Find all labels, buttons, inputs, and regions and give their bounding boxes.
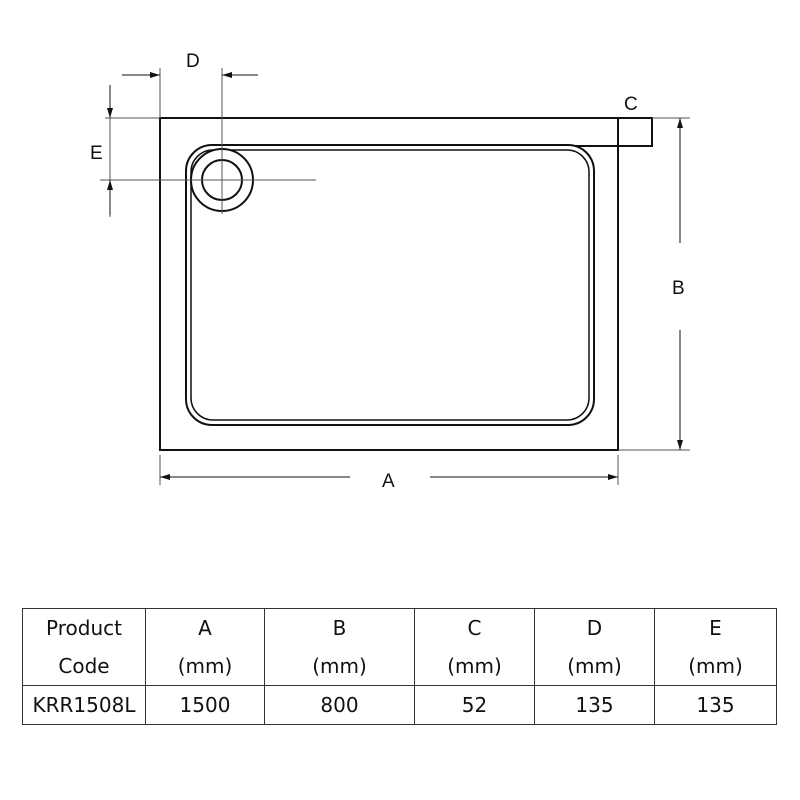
cell-e: 135	[654, 685, 777, 725]
table-row: KRR1508L 1500 800 52 135 135	[22, 685, 777, 725]
label-b: B	[672, 278, 685, 299]
c-upstand	[617, 117, 653, 147]
header-d: D(mm)	[534, 608, 655, 686]
label-d: D	[186, 51, 200, 72]
tray-basin-outer	[185, 144, 595, 426]
cell-c: 52	[414, 685, 535, 725]
shower-tray-drawing: D E C B A	[90, 51, 690, 492]
tray-basin-inner	[190, 149, 590, 421]
tray-outline	[159, 117, 619, 451]
label-e: E	[90, 143, 103, 164]
label-a: A	[382, 471, 395, 492]
header-a: A(mm)	[145, 608, 265, 686]
cell-product-code: KRR1508L	[22, 685, 146, 725]
cell-b: 800	[264, 685, 415, 725]
header-e: E(mm)	[654, 608, 777, 686]
cell-d: 135	[534, 685, 655, 725]
label-c: C	[624, 94, 638, 115]
cell-a: 1500	[145, 685, 265, 725]
header-b: B(mm)	[264, 608, 415, 686]
header-c: C(mm)	[414, 608, 535, 686]
